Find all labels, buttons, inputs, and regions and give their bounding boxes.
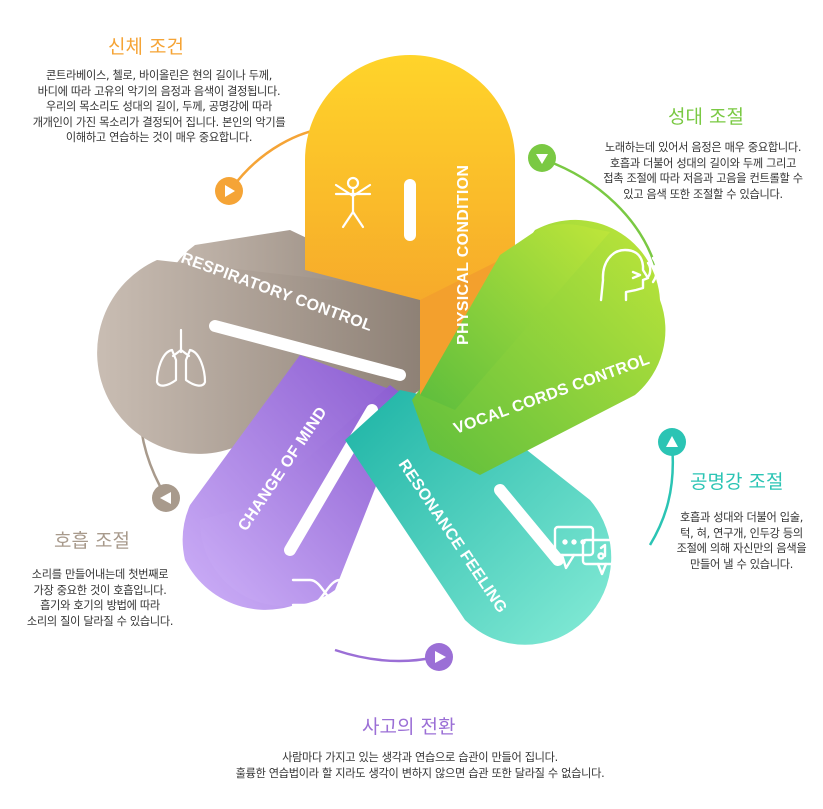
vocal-desc: 노래하는데 있어서 음정은 매우 중요합니다. 호흡과 더불어 성대의 길이와 … bbox=[603, 141, 803, 201]
vitruvian-man-icon bbox=[334, 176, 372, 229]
connector-arc-resonance bbox=[648, 443, 675, 546]
breath-title: 호흡 조절 bbox=[54, 530, 130, 552]
breath-desc: 소리를 만들어내는데 첫번째로 가장 중요한 것이 호흡입니다. 흡기와 호기의… bbox=[26, 568, 174, 628]
vocal-title: 성대 조절 bbox=[668, 106, 744, 128]
lungs-icon bbox=[155, 328, 207, 387]
chat-bubbles-icon bbox=[553, 525, 617, 576]
band-resonance bbox=[345, 390, 612, 645]
mind-desc: 사람마다 가지고 있는 생각과 연습으로 습관이 만들어 집니다. 훌륭한 연습… bbox=[235, 751, 605, 780]
connector-arc-vocal bbox=[544, 158, 657, 266]
play-dot-resonance bbox=[658, 428, 686, 456]
connector-arc-mind bbox=[334, 648, 437, 663]
band-label-physical: PHYSICAL CONDITION bbox=[455, 165, 472, 345]
resonance-desc: 호흡과 성대와 더불어 입술, 턱, 혀, 연구개, 인두강 등의 조절에 의해… bbox=[676, 511, 807, 571]
resonance-title: 공명강 조절 bbox=[690, 471, 784, 493]
play-dot-breath bbox=[152, 484, 180, 512]
speaking-head-icon bbox=[599, 248, 658, 302]
shuffle-icon bbox=[291, 572, 353, 613]
band-vocal-overlay bbox=[420, 224, 610, 410]
play-dot-mind bbox=[425, 643, 453, 671]
play-dot-physical bbox=[215, 177, 243, 205]
mind-title: 사고의 전환 bbox=[362, 716, 456, 738]
physical-desc: 콘트라베이스, 첼로, 바이올린은 현의 길이나 두께, 바디에 따라 고유의 … bbox=[32, 69, 286, 145]
physical-title: 신체 조건 bbox=[108, 36, 184, 58]
play-dot-vocal bbox=[528, 144, 556, 172]
